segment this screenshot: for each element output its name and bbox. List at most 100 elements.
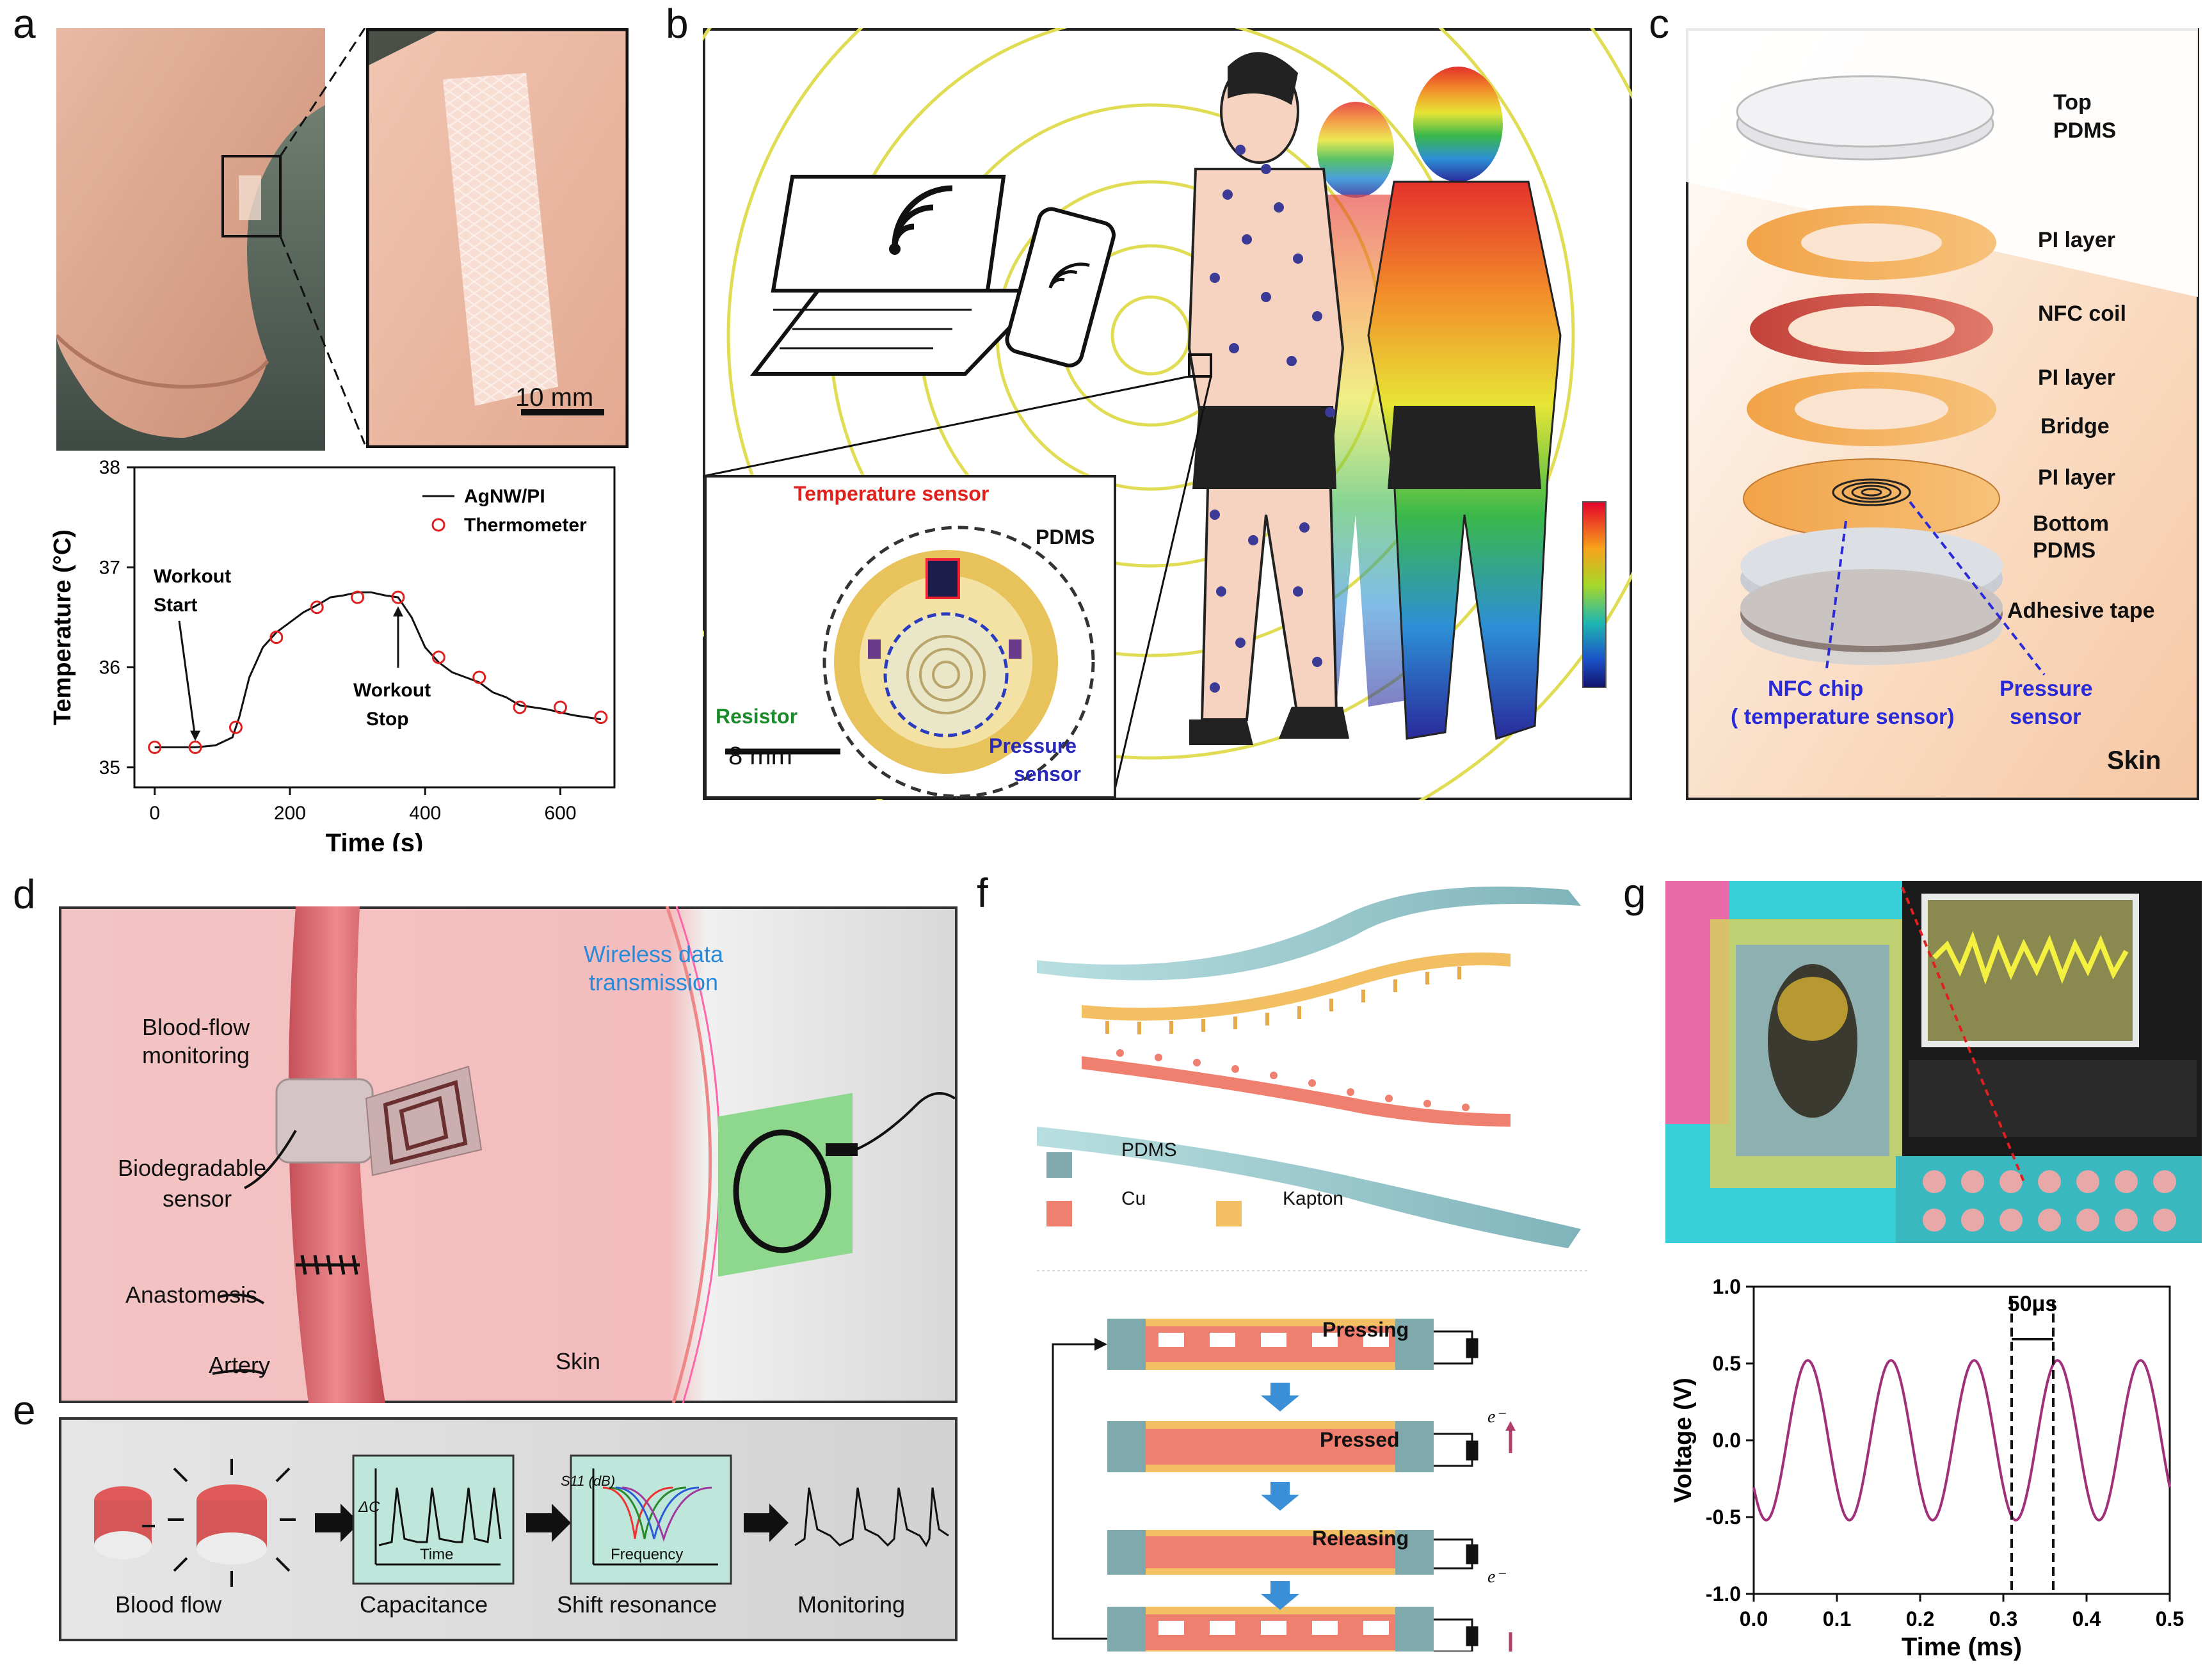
scatter-point-thermometer xyxy=(188,741,202,754)
zoom-lines xyxy=(279,28,366,445)
legend-kapton-label: Kapton xyxy=(1283,1188,1344,1209)
scatter-point-thermometer xyxy=(431,650,445,664)
sensor-label-b: sensor xyxy=(1014,762,1081,785)
step-shift-resonance: Shift resonance xyxy=(557,1591,717,1618)
y-axis-label-g: Voltage (V) xyxy=(1670,1378,1697,1503)
step-capacitance: Capacitance xyxy=(360,1591,488,1618)
annotation-start-1: Workout xyxy=(154,566,231,587)
plot-frame-g xyxy=(1752,1285,2171,1595)
scatter-point-thermometer xyxy=(351,590,365,604)
layer-label-top: Top xyxy=(2053,90,2092,115)
electron-label-2: e⁻ xyxy=(1487,1567,1505,1587)
layer-label-bridge: Bridge xyxy=(2040,414,2110,438)
y-tick-label-a: 38 xyxy=(99,457,120,478)
capacitance-xlabel: Time xyxy=(420,1546,454,1563)
temperature-sensor-label: Temperature sensor xyxy=(794,482,990,505)
y-tick-label-a: 37 xyxy=(99,557,120,578)
x-axis-label-a: Time (s) xyxy=(326,829,424,851)
nfc-temp-sensor-label: ( temperature sensor) xyxy=(1731,705,1955,729)
panel-label-b: b xyxy=(666,1,689,47)
series-line-voltage xyxy=(1752,1359,2171,1522)
y-tick-label-g: 1.0 xyxy=(1713,1275,1741,1298)
stage-pressing-label: Pressing xyxy=(1322,1318,1409,1341)
y-tick-label-g: -0.5 xyxy=(1706,1506,1741,1529)
x-tick-label-g: 0.2 xyxy=(1906,1607,1934,1630)
y-tick-label-g: 0.5 xyxy=(1713,1352,1741,1375)
skin-label-d: Skin xyxy=(556,1348,601,1374)
nfc-chip-label: NFC chip xyxy=(1768,677,1864,701)
panel-label-a: a xyxy=(13,1,36,47)
layer-label-top-pdms: PDMS xyxy=(2053,118,2117,143)
scatter-point-thermometer xyxy=(228,720,243,734)
layer-label-pi-2: PI layer xyxy=(2038,366,2115,390)
arm-photo xyxy=(56,28,325,451)
panel-label-c: c xyxy=(1649,1,1669,47)
biodegradable-label-1: Biodegradable xyxy=(118,1155,267,1181)
layer-label-nfc-coil: NFC coil xyxy=(2038,301,2126,326)
panel-label-e: e xyxy=(13,1387,36,1433)
anastomosis-label: Anastomosis xyxy=(125,1282,258,1308)
x-tick-label-a: 400 xyxy=(409,803,441,824)
pressure-label-b: Pressure xyxy=(989,734,1077,757)
y-tick-label-a: 36 xyxy=(99,657,120,679)
layer-label-adhesive-tape: Adhesive tape xyxy=(2007,599,2155,623)
biodegradable-label-2: sensor xyxy=(163,1186,232,1212)
resonance-xlabel: Frequency xyxy=(611,1546,684,1563)
scatter-point-thermometer xyxy=(553,700,567,714)
wireless-label-2: transmission xyxy=(589,969,719,995)
panel-f-illustration xyxy=(1037,887,1587,1652)
y-tick-label-g: -1.0 xyxy=(1706,1582,1741,1605)
layer-label-bottom: Bottom xyxy=(2033,511,2109,536)
annotation-start-2: Start xyxy=(154,595,197,616)
y-tick-label-g: 0.0 xyxy=(1713,1429,1741,1452)
x-tick-label-a: 600 xyxy=(544,803,576,824)
x-tick-label-g: 0.5 xyxy=(2156,1607,2184,1630)
annotation-stop-1: Workout xyxy=(353,680,431,701)
skin-label-c: Skin xyxy=(2107,746,2161,775)
y-tick-label-a: 35 xyxy=(99,757,120,778)
pdms-label-b: PDMS xyxy=(1036,526,1095,549)
pressure-label-c: Pressure xyxy=(2000,677,2093,701)
period-annotation: 50μs xyxy=(2008,1292,2058,1316)
layer-label-bottom-pdms: PDMS xyxy=(2033,538,2096,563)
panel-label-d: d xyxy=(13,871,36,917)
scale-bar-label-b: 8 mm xyxy=(728,742,792,770)
scatter-point-thermometer xyxy=(148,741,162,754)
legend-label-thermometer: Thermometer xyxy=(464,515,587,536)
scatter-point-thermometer xyxy=(310,600,324,615)
blood-flow-label-2: monitoring xyxy=(142,1042,250,1068)
panel-b-illustration xyxy=(703,28,1632,800)
annotation-stop-2: Stop xyxy=(366,709,409,730)
legend-label-agnw-pi: AgNW/PI xyxy=(464,486,545,507)
step-monitoring: Monitoring xyxy=(797,1591,906,1618)
annotation-stop-arrowhead xyxy=(392,606,403,617)
sensor-label-c: sensor xyxy=(2010,705,2081,729)
legend-marker-swatch xyxy=(431,518,445,532)
blood-flow-label-1: Blood-flow xyxy=(142,1014,250,1040)
sensor-zoom-photo xyxy=(366,28,629,448)
annotation-start-arrowhead xyxy=(190,730,201,741)
layer-label-pi-1: PI layer xyxy=(2038,228,2115,252)
scatter-point-thermometer xyxy=(513,700,527,714)
panel-c-layer-stack xyxy=(1686,28,2199,800)
plot-frame-a xyxy=(133,466,616,789)
panel-d-illustration xyxy=(59,906,958,1403)
stage-pressed-label: Pressed xyxy=(1320,1428,1400,1451)
panel-g-photo xyxy=(1665,881,2202,1243)
resonance-ylabel: S11 (dB) xyxy=(561,1473,616,1489)
annotation-start-arrow xyxy=(178,620,196,739)
panel-label-f: f xyxy=(977,870,988,916)
chart-g-voltage: 0.0 0.1 0.2 0.3 0.4 0.5 1.0 0.5 0.0 -0.5 -1.0Time … xyxy=(1670,1275,2184,1661)
panel-e-flow xyxy=(59,1417,958,1641)
capacitance-ylabel: ΔC xyxy=(358,1499,380,1516)
x-axis-label-g: Time (ms) xyxy=(1902,1633,2022,1661)
legend-cu-label: Cu xyxy=(1121,1188,1146,1209)
scale-bar-label-a: 10 mm xyxy=(515,383,594,412)
x-tick-label-g: 0.1 xyxy=(1823,1607,1851,1630)
x-tick-label-g: 0.0 xyxy=(1740,1607,1768,1630)
x-tick-label-g: 0.3 xyxy=(1989,1607,2017,1630)
x-tick-label-a: 200 xyxy=(274,803,306,824)
x-tick-label-g: 0.4 xyxy=(2072,1607,2101,1630)
panel-label-g: g xyxy=(1623,870,1646,916)
